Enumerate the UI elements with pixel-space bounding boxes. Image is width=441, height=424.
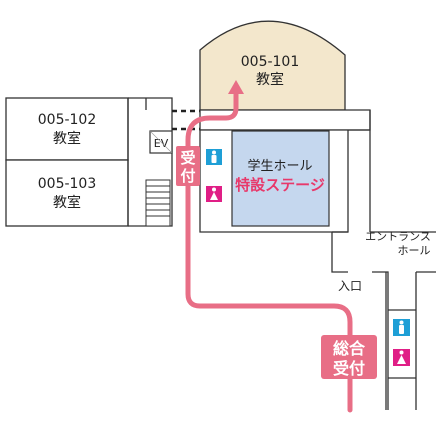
- route-path: [185, 87, 353, 413]
- room-005-101-name: 教室: [256, 71, 284, 88]
- route-arrow: [228, 80, 244, 94]
- female-figure: [210, 187, 218, 200]
- general-reception-label-1: 総合: [333, 339, 366, 358]
- entrance-hall-label-2: ホール: [398, 244, 431, 257]
- room-005-102-name: 教室: [53, 130, 81, 147]
- room-005-102[interactable]: [5, 97, 129, 161]
- reception-label-2: 付: [180, 167, 195, 185]
- room-005-103[interactable]: [5, 159, 129, 227]
- general-reception-label-2: 受付: [333, 359, 365, 378]
- student-hall-label: 学生ホール: [247, 158, 312, 174]
- dashed-openings: [172, 109, 200, 131]
- student-hall-stage[interactable]: [231, 130, 330, 227]
- stairs: [145, 179, 171, 227]
- female-figure-2: [397, 350, 406, 364]
- general-reception-badge[interactable]: [321, 335, 377, 379]
- right-walls: [370, 231, 436, 410]
- elevator-label: EV: [154, 137, 169, 150]
- room-005-103-name: 教室: [53, 194, 81, 211]
- reception-badge[interactable]: [176, 146, 200, 186]
- special-stage-label: 特設ステージ: [235, 176, 325, 194]
- male-figure-2: [399, 320, 404, 334]
- room-005-101-number: 005-101: [241, 54, 300, 70]
- reception-label-1: 受: [180, 149, 195, 167]
- room-005-103-number: 005-103: [38, 176, 97, 192]
- entrance-hall-label-1: エントランス: [365, 230, 431, 243]
- male-figure: [211, 150, 217, 163]
- entrance-label: 入口: [338, 279, 362, 293]
- room-005-102-number: 005-102: [38, 112, 97, 128]
